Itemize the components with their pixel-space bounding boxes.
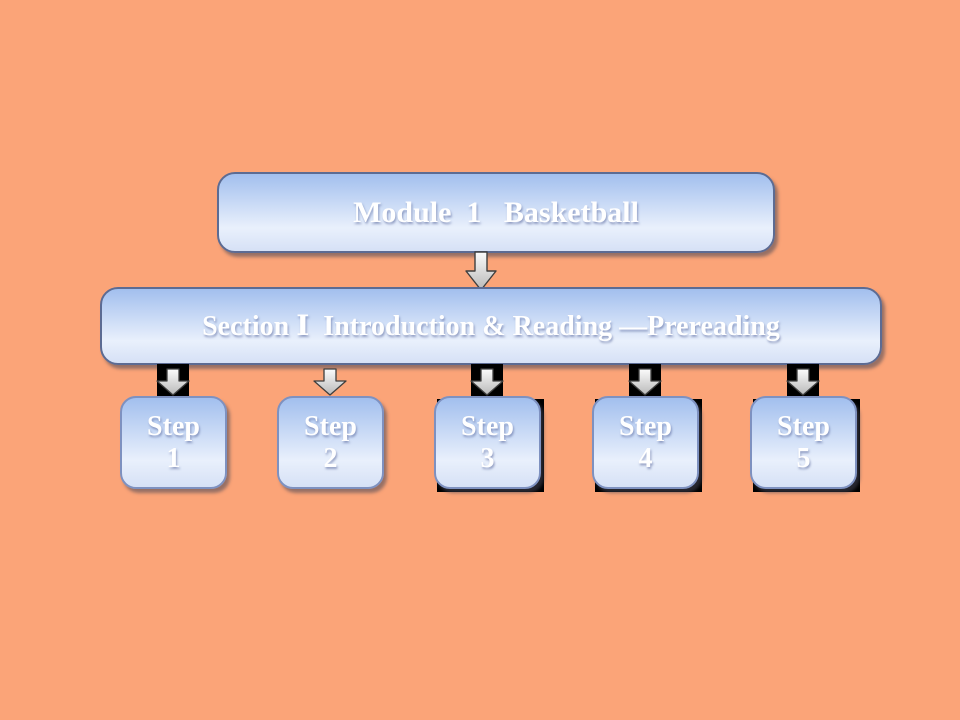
step-label: Step [619, 411, 672, 443]
step-box-1: Step 1 [120, 396, 227, 489]
down-arrow-icon [156, 368, 190, 396]
step-box-4: Step 4 [592, 396, 699, 489]
step-label: Step [147, 411, 200, 443]
down-arrow-icon [786, 368, 820, 396]
step-number: 1 [166, 442, 181, 474]
step-number: 2 [323, 442, 338, 474]
down-arrow-icon [470, 368, 504, 396]
down-arrow-icon [313, 368, 347, 396]
down-arrow-icon [465, 251, 497, 291]
module-title-label: Module 1 Basketball [353, 195, 639, 229]
step-number: 5 [796, 442, 811, 474]
step-box-2: Step 2 [277, 396, 384, 489]
step-number: 3 [480, 442, 495, 474]
step-number: 4 [638, 442, 653, 474]
section-title-box: Section Ⅰ Introduction & Reading —Prerea… [100, 287, 882, 365]
step-box-5: Step 5 [750, 396, 857, 489]
step-box-3: Step 3 [434, 396, 541, 489]
step-label: Step [777, 411, 830, 443]
step-label: Step [304, 411, 357, 443]
module-title-box: Module 1 Basketball [217, 172, 775, 253]
step-label: Step [461, 411, 514, 443]
down-arrow-icon [628, 368, 662, 396]
section-title-label: Section Ⅰ Introduction & Reading —Prerea… [202, 311, 780, 342]
